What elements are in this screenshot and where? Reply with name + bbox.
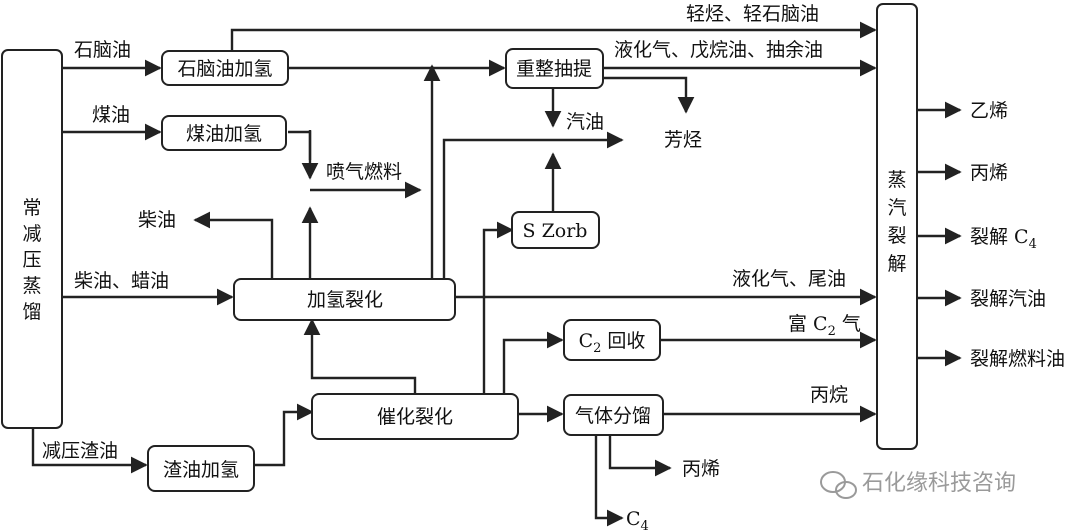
edge-fcc-to-c2 xyxy=(502,331,564,394)
svg-text:馏: 馏 xyxy=(22,301,41,323)
node-hydrocracking: 加氢裂化 xyxy=(233,278,456,321)
node-kerosene-hydrotreating: 煤油加氢 xyxy=(161,115,287,151)
label-aromatics: 芳烃 xyxy=(664,129,702,151)
svg-text:重整抽提: 重整抽提 xyxy=(516,58,592,80)
edge-nht-to-steam xyxy=(230,21,877,50)
edge-fcc-to-szorb xyxy=(482,221,514,394)
label-propane: 丙烷 xyxy=(810,384,848,406)
label-naphtha: 石脑油 xyxy=(74,39,131,61)
svg-text:常: 常 xyxy=(22,197,41,219)
label-gasoline: 汽油 xyxy=(566,111,604,133)
node-fcc: 催化裂化 xyxy=(311,393,519,440)
svg-text:加氢裂化: 加氢裂化 xyxy=(307,289,383,311)
output-propylene: 丙烯 xyxy=(970,162,1008,184)
svg-text:解: 解 xyxy=(887,253,906,275)
output-ethylene: 乙烯 xyxy=(970,100,1008,122)
svg-text:S Zorb: S Zorb xyxy=(523,220,588,242)
svg-text:蒸: 蒸 xyxy=(887,169,906,191)
node-steam-cracking: 蒸 汽 裂 解 xyxy=(876,3,918,450)
label-jet-fuel: 喷气燃料 xyxy=(326,161,402,183)
node-naphtha-hydrotreating: 石脑油加氢 xyxy=(161,50,289,86)
edge-kht-to-jet xyxy=(288,130,312,160)
wechat-icon xyxy=(820,471,857,499)
edge-reform-to-aromatics xyxy=(603,76,695,114)
svg-text:气体分馏: 气体分馏 xyxy=(575,405,651,427)
node-gas-fractionation: 气体分馏 xyxy=(563,394,664,436)
watermark: 石化缘科技咨询 xyxy=(820,471,1016,499)
label-vacuum-residue: 减压渣油 xyxy=(42,440,118,462)
edge-hc-to-diesel xyxy=(193,211,274,278)
edge-rht-to-fcc xyxy=(254,403,314,467)
label-rich-c2: 富 C2 气 xyxy=(788,313,861,339)
svg-text:C2 回收: C2 回收 xyxy=(579,330,646,356)
label-light-hc: 轻烃、轻石脑油 xyxy=(686,3,819,25)
svg-text:催化裂化: 催化裂化 xyxy=(377,406,453,428)
label-propylene-gasfrac: 丙烯 xyxy=(682,458,720,480)
svg-text:石脑油加氢: 石脑油加氢 xyxy=(177,58,272,80)
edge-fcc-to-hc xyxy=(303,318,417,394)
output-cracked-c4: 裂解 C4 xyxy=(970,226,1037,252)
svg-text:压: 压 xyxy=(22,249,41,271)
node-residue-hydrotreating: 渣油加氢 xyxy=(147,445,255,492)
edge-gasoline-line xyxy=(442,131,624,300)
edge-gasfrac-to-c4 xyxy=(594,435,624,527)
node-reforming-extraction: 重整抽提 xyxy=(505,48,604,89)
edge-atm-to-rht xyxy=(31,428,148,474)
output-cracked-fuel-oil: 裂解燃料油 xyxy=(970,348,1065,370)
node-atm-vacuum-distillation: 常 减 压 蒸 馏 xyxy=(1,49,63,429)
label-lpg-tail: 液化气、尾油 xyxy=(732,268,846,290)
svg-text:汽: 汽 xyxy=(887,197,906,219)
output-cracked-gasoline: 裂解汽油 xyxy=(970,288,1046,310)
node-c2-recovery: C2 回收 xyxy=(563,319,661,361)
label-diesel-out: 柴油 xyxy=(138,209,176,231)
svg-text:蒸: 蒸 xyxy=(22,275,41,297)
label-lpg-pentane: 液化气、戊烷油、抽余油 xyxy=(614,39,823,61)
watermark-text: 石化缘科技咨询 xyxy=(862,471,1016,496)
steam-cracker-outputs: 乙烯 丙烯 裂解 C4 裂解汽油 裂解燃料油 xyxy=(970,100,1065,370)
label-kerosene: 煤油 xyxy=(92,104,130,126)
node-s-zorb: S Zorb xyxy=(511,211,600,249)
edge-labels: 石脑油 煤油 柴油、蜡油 减压渣油 柴油 喷气燃料 轻烃、轻石脑油 液化气、戊烷… xyxy=(42,3,861,531)
label-c4-gasfrac: C4 xyxy=(626,508,649,531)
edges xyxy=(31,21,962,527)
svg-text:裂: 裂 xyxy=(887,225,906,247)
label-diesel-wax: 柴油、蜡油 xyxy=(74,270,169,292)
svg-text:减: 减 xyxy=(22,223,41,245)
edge-gasfrac-to-propylene xyxy=(608,435,672,477)
svg-text:煤油加氢: 煤油加氢 xyxy=(186,123,262,145)
svg-text:渣油加氢: 渣油加氢 xyxy=(163,459,239,481)
